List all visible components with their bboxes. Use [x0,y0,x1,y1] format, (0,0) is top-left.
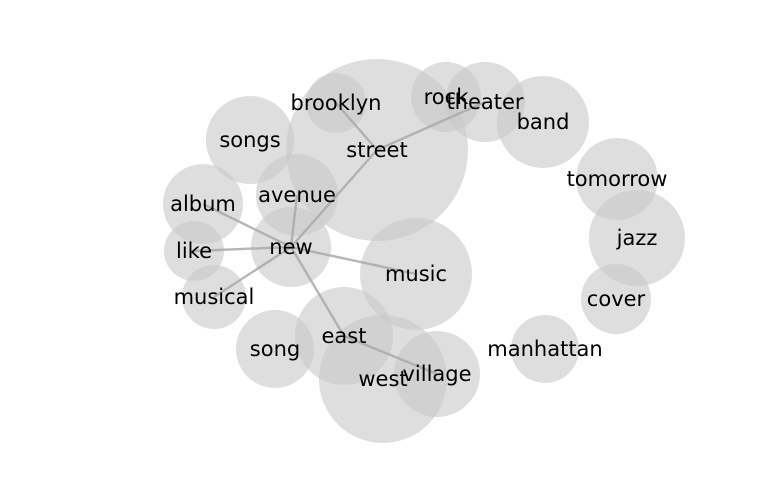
node-bubble-songs [206,96,294,184]
node-bubble-rock [411,62,481,132]
node-bubble-manhattan [511,315,579,383]
node-label-jazz: jazz [616,226,658,250]
node-bubble-tomorrow [576,138,658,220]
node-bubble-song [236,310,314,388]
node-label-west: west [358,367,407,391]
edge-street-theater [376,100,486,152]
node-label-new: new [269,235,312,259]
node-label-brooklyn: brooklyn [291,91,382,115]
node-label-tomorrow: tomorrow [567,167,668,191]
node-label-cover: cover [587,287,646,311]
node-label-music: music [385,262,447,286]
node-label-songs: songs [219,128,280,152]
edge-new-east [289,246,346,337]
node-label-band: band [517,110,570,134]
edge-layer [193,100,486,376]
edge-new-music [290,245,417,276]
node-label-rock: rock [424,85,470,109]
node-label-like: like [176,239,212,263]
edge-new-musical [213,245,292,299]
label-layer: street music west east songs band jazz tomorrow… [170,85,667,391]
node-bubble-cover [581,264,651,334]
node-label-song: song [250,337,300,361]
edge-east-village [343,334,438,376]
node-label-street: street [346,138,407,162]
edge-new-album [202,202,292,249]
node-label-theater: theater [446,90,523,114]
node-label-avenue: avenue [258,183,336,207]
node-label-album: album [170,192,236,216]
node-label-village: village [402,362,471,386]
edge-new-street [290,149,378,248]
edge-new-avenue [289,194,299,248]
node-label-musical: musical [174,285,255,309]
edge-street-brooklyn [335,102,378,151]
node-label-east: east [322,324,367,348]
node-label-manhattan: manhattan [487,337,602,361]
edge-new-like [193,245,292,253]
